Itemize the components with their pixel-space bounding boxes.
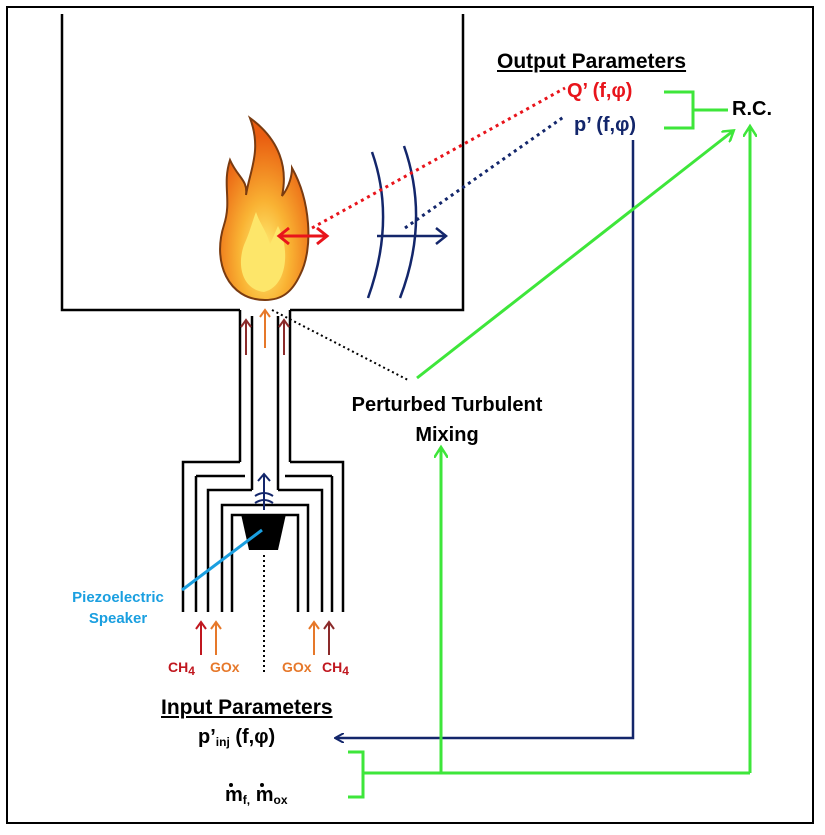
pressure-waves: [366, 145, 449, 299]
p-prime-symbol: p’: [574, 114, 591, 136]
flame: [219, 115, 310, 302]
q-prime-symbol: Q’: [567, 80, 588, 102]
mixing-line-1: Perturbed Turbulent: [351, 394, 543, 416]
piezo-speaker: [241, 514, 286, 550]
ch4-right-label: CH4: [322, 659, 349, 678]
speaker-line-2: Speaker: [88, 610, 148, 627]
p-feedback-line: [336, 140, 635, 738]
speaker-label: Piezoelectric Speaker: [48, 587, 188, 629]
output-bracket: [664, 90, 728, 130]
mass-flow-label: mf, mox: [225, 783, 288, 807]
output-p-label: p’ (f,φ): [574, 114, 636, 137]
p-inj-label: p’inj (f,φ): [198, 726, 275, 749]
mixing-line-2: Mixing: [415, 424, 479, 446]
injection-arrows: [240, 308, 290, 355]
input-parameters-heading: Input Parameters: [161, 696, 333, 719]
speaker-line-1: Piezoelectric: [72, 589, 164, 606]
mixing-label: Perturbed Turbulent Mixing: [324, 390, 570, 450]
heat-release-arrow: [276, 226, 330, 246]
m-ox-symbol: m: [255, 783, 274, 806]
m-f-subscript: f,: [242, 793, 251, 807]
inlet-arrows: [195, 620, 335, 655]
m-ox-subscript: ox: [273, 793, 288, 807]
p-dotted-line: [404, 114, 566, 230]
q-dotted-line: [311, 86, 566, 230]
injector-tubes: [181, 310, 345, 612]
gox-right-label: GOx: [282, 659, 312, 675]
gox-left-label: GOx: [210, 659, 240, 675]
speaker-wave-arrow: [254, 472, 274, 510]
speaker-pointer: [181, 528, 263, 592]
combustion-chamber: [60, 14, 465, 312]
ch4-left-label: CH4: [168, 659, 195, 678]
mixing-dotted-line: [271, 309, 409, 381]
p-prime-args: (f,φ): [596, 114, 637, 136]
output-q-label: Q’ (f,φ): [567, 80, 632, 103]
q-prime-args: (f,φ): [592, 80, 633, 102]
p-inj-subscript: inj: [215, 735, 230, 749]
p-inj-args: (f,φ): [229, 726, 276, 748]
output-parameters-heading: Output Parameters: [497, 50, 687, 73]
figure-frame: [6, 6, 814, 824]
green-connections: [348, 127, 750, 799]
rc-label: R.C.: [732, 98, 772, 120]
m-f-symbol: m: [225, 783, 243, 806]
p-inj-symbol: p’: [198, 726, 216, 748]
